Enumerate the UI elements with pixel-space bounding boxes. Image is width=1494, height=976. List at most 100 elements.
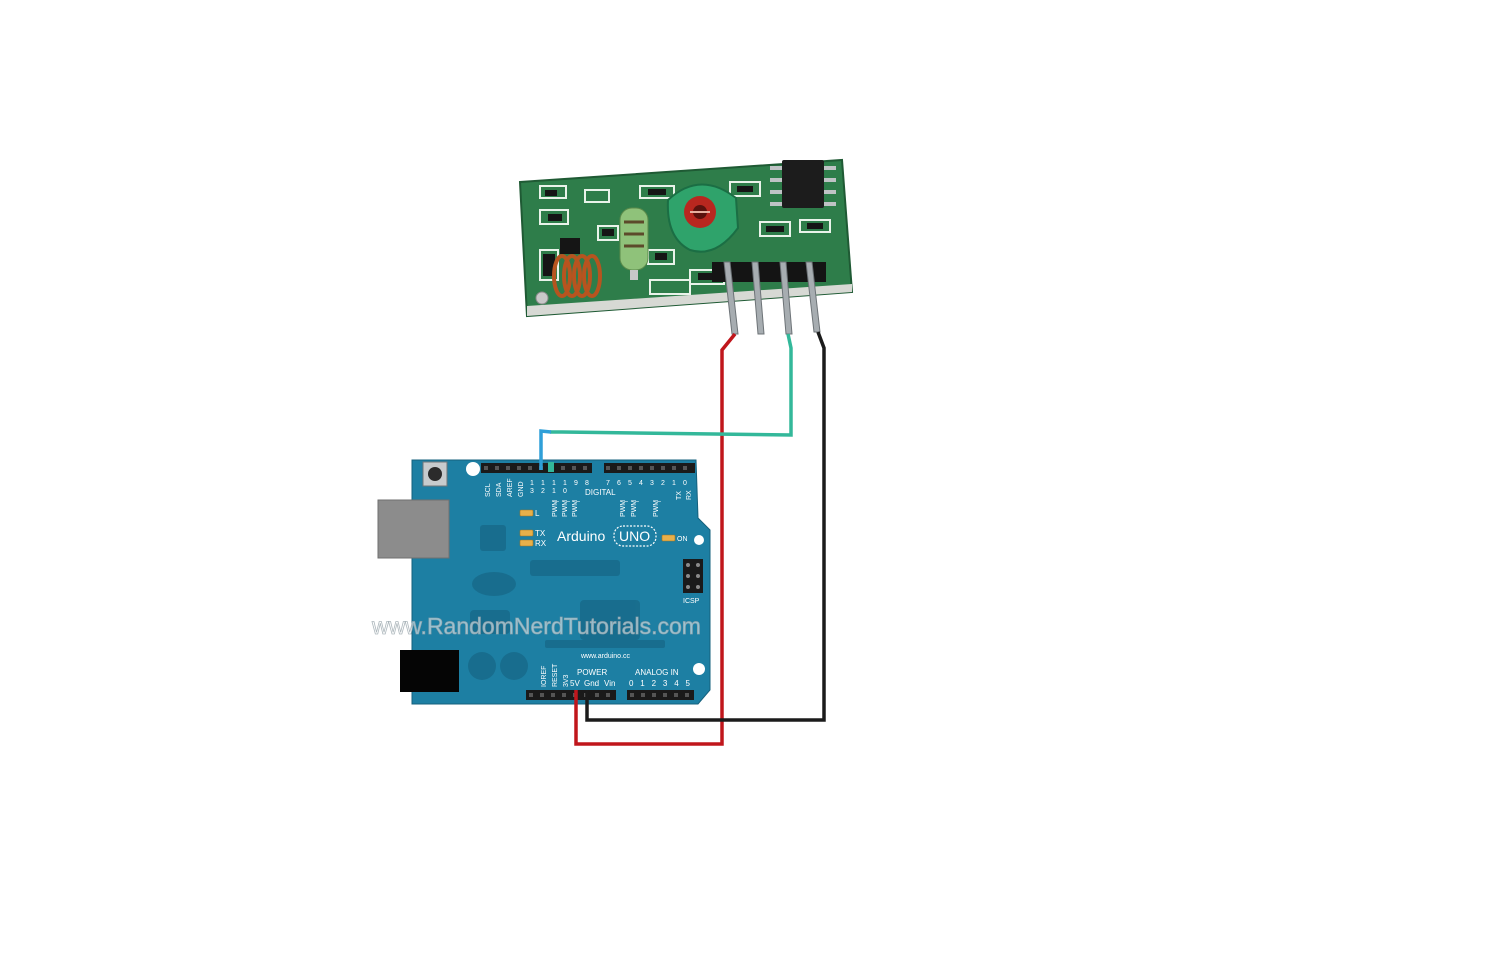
- header-pin: [595, 693, 599, 697]
- pwm-tilde-label: ~: [576, 499, 580, 506]
- pwm-label: PWM: [572, 500, 579, 517]
- header-pin: [517, 466, 521, 470]
- digital-pin-number: 4: [639, 480, 643, 487]
- analog-pin-label: 2: [652, 679, 657, 688]
- pwm-label: PWM: [552, 500, 559, 517]
- digital-pin-number: 2: [661, 480, 665, 487]
- header-pin: [540, 693, 544, 697]
- arduino-brand-label: Arduino: [557, 528, 605, 544]
- header-pin: [630, 693, 634, 697]
- top-pin-label: SDA: [496, 482, 503, 497]
- digital-pin-number: 7: [606, 480, 610, 487]
- digital-pin-number: 6: [617, 480, 621, 487]
- header-pin: [529, 693, 533, 697]
- digital-pin-number: 9: [574, 480, 578, 487]
- digital-pin-number: 5: [628, 480, 632, 487]
- analog-pin-label: 4: [674, 679, 679, 688]
- header-pin: [495, 466, 499, 470]
- led-indicators: [519, 509, 676, 547]
- power-header: [526, 690, 616, 700]
- header-pin: [606, 466, 610, 470]
- pwm-label: PWM: [631, 500, 638, 517]
- board-mount-hole: [694, 535, 704, 545]
- header-pin: [652, 693, 656, 697]
- header-pin: [639, 466, 643, 470]
- power-pin-label: Gnd: [584, 679, 599, 688]
- board-mount-hole: [693, 663, 705, 675]
- power-pin-vertical-label: RESET: [552, 663, 559, 687]
- module-antenna-coil: [552, 254, 602, 298]
- icsp-label: ICSP: [683, 598, 700, 605]
- led-rx: [519, 539, 534, 547]
- header-pin: [528, 466, 532, 470]
- analog-pin-label: 1: [640, 679, 645, 688]
- header-pin: [506, 466, 510, 470]
- power-pin-vertical-label: IOREF: [541, 666, 548, 687]
- txrx-pin-label: RX: [686, 490, 693, 500]
- pwm-tilde-label: ~: [624, 499, 628, 506]
- analog-pin-label: 3: [663, 679, 668, 688]
- power-pin-label: 5V: [570, 679, 580, 688]
- header-pin: [672, 466, 676, 470]
- arduino-uno-board: L TX RX ON Arduino UNO DIGITAL ICSP www.…: [377, 459, 711, 705]
- module-mount-hole: [535, 291, 549, 305]
- header-pin: [628, 466, 632, 470]
- analog-pin-label: 0: [629, 679, 634, 688]
- digital-pin-number: 3: [650, 480, 654, 487]
- led-rx-label: RX: [535, 539, 547, 548]
- header-pin: [650, 466, 654, 470]
- power-pin-label: Vin: [604, 679, 615, 688]
- wire-data-teal: [550, 333, 793, 437]
- website-label: www.arduino.cc: [580, 653, 631, 660]
- wire-data-blue: [539, 429, 552, 470]
- on-label: ON: [677, 536, 688, 543]
- digital-header-high: [481, 463, 592, 473]
- header-pin: [484, 466, 488, 470]
- reset-button: [422, 461, 448, 487]
- uno-badge: [613, 525, 657, 547]
- analog-pin-label: 5: [686, 679, 691, 688]
- usb-connector: [377, 499, 450, 559]
- pwm-tilde-label: ~: [555, 499, 559, 506]
- top-pin-label: SCL: [485, 483, 492, 497]
- header-pin: [617, 466, 621, 470]
- top-pin-label: AREF: [507, 478, 514, 497]
- analog-label: ANALOG IN: [635, 668, 679, 677]
- header-pin: [606, 693, 610, 697]
- digital-header-low: [604, 463, 695, 473]
- pwm-label: PWM: [620, 500, 627, 517]
- rf-receiver-module: [518, 158, 854, 335]
- pwm-label: PWM: [562, 500, 569, 517]
- watermark-text: www.RandomNerdTutorials.com: [371, 613, 701, 639]
- digital-label: DIGITAL: [585, 488, 616, 497]
- pwm-label: PWM: [653, 500, 660, 517]
- header-pin: [551, 693, 555, 697]
- uno-label: UNO: [619, 528, 650, 544]
- power-label: POWER: [577, 668, 607, 677]
- header-pin: [674, 693, 678, 697]
- wire-gnd: [585, 331, 826, 722]
- digital-pin-number: 8: [585, 480, 589, 487]
- module-smd-parts: [543, 186, 823, 280]
- module-inductor: [619, 207, 649, 280]
- led-l: [519, 509, 534, 517]
- power-jack: [400, 650, 459, 692]
- board-surface-components: [468, 525, 665, 680]
- digital-pin-number: 0: [683, 480, 687, 487]
- wire-vcc: [574, 332, 737, 746]
- header-pin: [572, 466, 576, 470]
- pwm-tilde-label: ~: [635, 499, 639, 506]
- header-pin: [663, 693, 667, 697]
- board-mount-hole: [466, 462, 480, 476]
- top-pin-label: GND: [518, 481, 525, 497]
- pwm-tilde-label: ~: [657, 499, 661, 506]
- module-ic-chip: [770, 160, 836, 208]
- power-pin-vertical-label: 3V3: [563, 674, 570, 687]
- pwm-tilde-label: ~: [566, 499, 570, 506]
- module-traces: [539, 181, 831, 295]
- header-pin: [562, 693, 566, 697]
